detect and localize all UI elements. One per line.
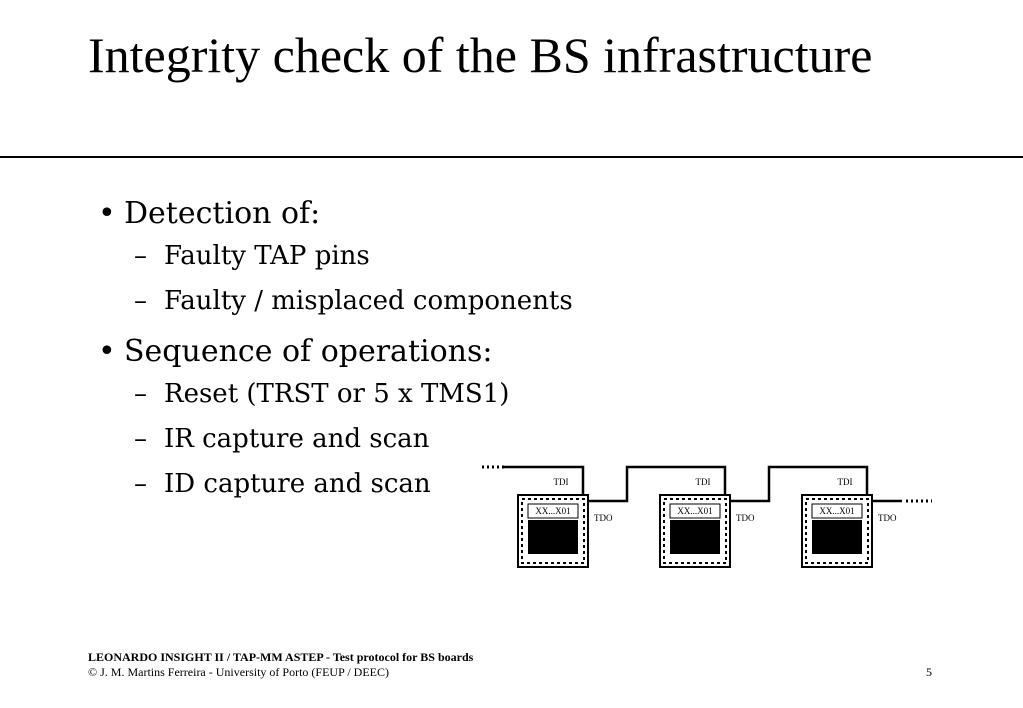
chain-wire-2-3	[725, 465, 869, 503]
chip-id-label: XX...X01	[677, 506, 712, 516]
sub-bullet-label: Faulty / misplaced components	[164, 286, 573, 316]
sub-bullet: – Faulty / misplaced components	[98, 279, 573, 324]
tdo-label: TDO	[594, 513, 613, 523]
sub-bullet-dash: –	[134, 469, 147, 499]
sub-bullet: – ID capture and scan	[98, 462, 573, 507]
sub-bullet-dash: –	[134, 286, 147, 316]
tdo-label: TDO	[878, 513, 897, 523]
bullet-sequence: • Sequence of operations:	[98, 332, 573, 372]
sub-bullet-dash: –	[134, 424, 147, 454]
tdi-label: TDI	[554, 477, 569, 487]
bs-chain-diagram: XX...X01 TDI TDO XX...X01 TDI TDO XX...X…	[482, 465, 932, 568]
spacer	[98, 324, 573, 332]
chain-wire-in	[504, 465, 585, 501]
sub-bullet-dash: –	[134, 241, 147, 271]
chip-3: XX...X01 TDI TDO	[801, 477, 897, 568]
footer-copyright: © J. M. Martins Ferreira - University of…	[88, 665, 389, 679]
chip-id-label: XX...X01	[535, 506, 570, 516]
tdo-label: TDO	[736, 513, 755, 523]
sub-bullet: – IR capture and scan	[98, 417, 573, 462]
bullet-detection: • Detection of:	[98, 194, 573, 234]
footer: LEONARDO INSIGHT II / TAP-MM ASTEP - Tes…	[88, 650, 473, 680]
sub-bullet-dash: –	[134, 379, 147, 409]
bullet-list: • Detection of: – Faulty TAP pins – Faul…	[98, 194, 573, 507]
bullet-label: Detection of:	[124, 196, 321, 231]
chain-wire-1-2	[583, 465, 727, 503]
tdi-label: TDI	[696, 477, 711, 487]
slide-title: Integrity check of the BS infrastructure	[88, 27, 873, 83]
bullet-dot: •	[98, 334, 116, 369]
chip-2: XX...X01 TDI TDO	[659, 477, 755, 568]
page-number: 5	[926, 665, 932, 679]
chip-id-label: XX...X01	[819, 506, 854, 516]
sub-bullet: – Reset (TRST or 5 x TMS1)	[98, 372, 573, 417]
sub-bullet: – Faulty TAP pins	[98, 234, 573, 279]
sub-bullet-label: IR capture and scan	[164, 424, 430, 454]
sub-bullet-label: Reset (TRST or 5 x TMS1)	[164, 379, 510, 409]
chip-1: XX...X01 TDI TDO	[517, 477, 613, 568]
sub-bullet-label: ID capture and scan	[164, 469, 431, 499]
bullet-label: Sequence of operations:	[124, 334, 493, 369]
title-divider	[0, 156, 1023, 158]
bullet-dot: •	[98, 196, 116, 231]
tdi-label: TDI	[838, 477, 853, 487]
footer-event: LEONARDO INSIGHT II / TAP-MM ASTEP - Tes…	[88, 650, 474, 664]
sub-bullet-label: Faulty TAP pins	[164, 241, 370, 271]
